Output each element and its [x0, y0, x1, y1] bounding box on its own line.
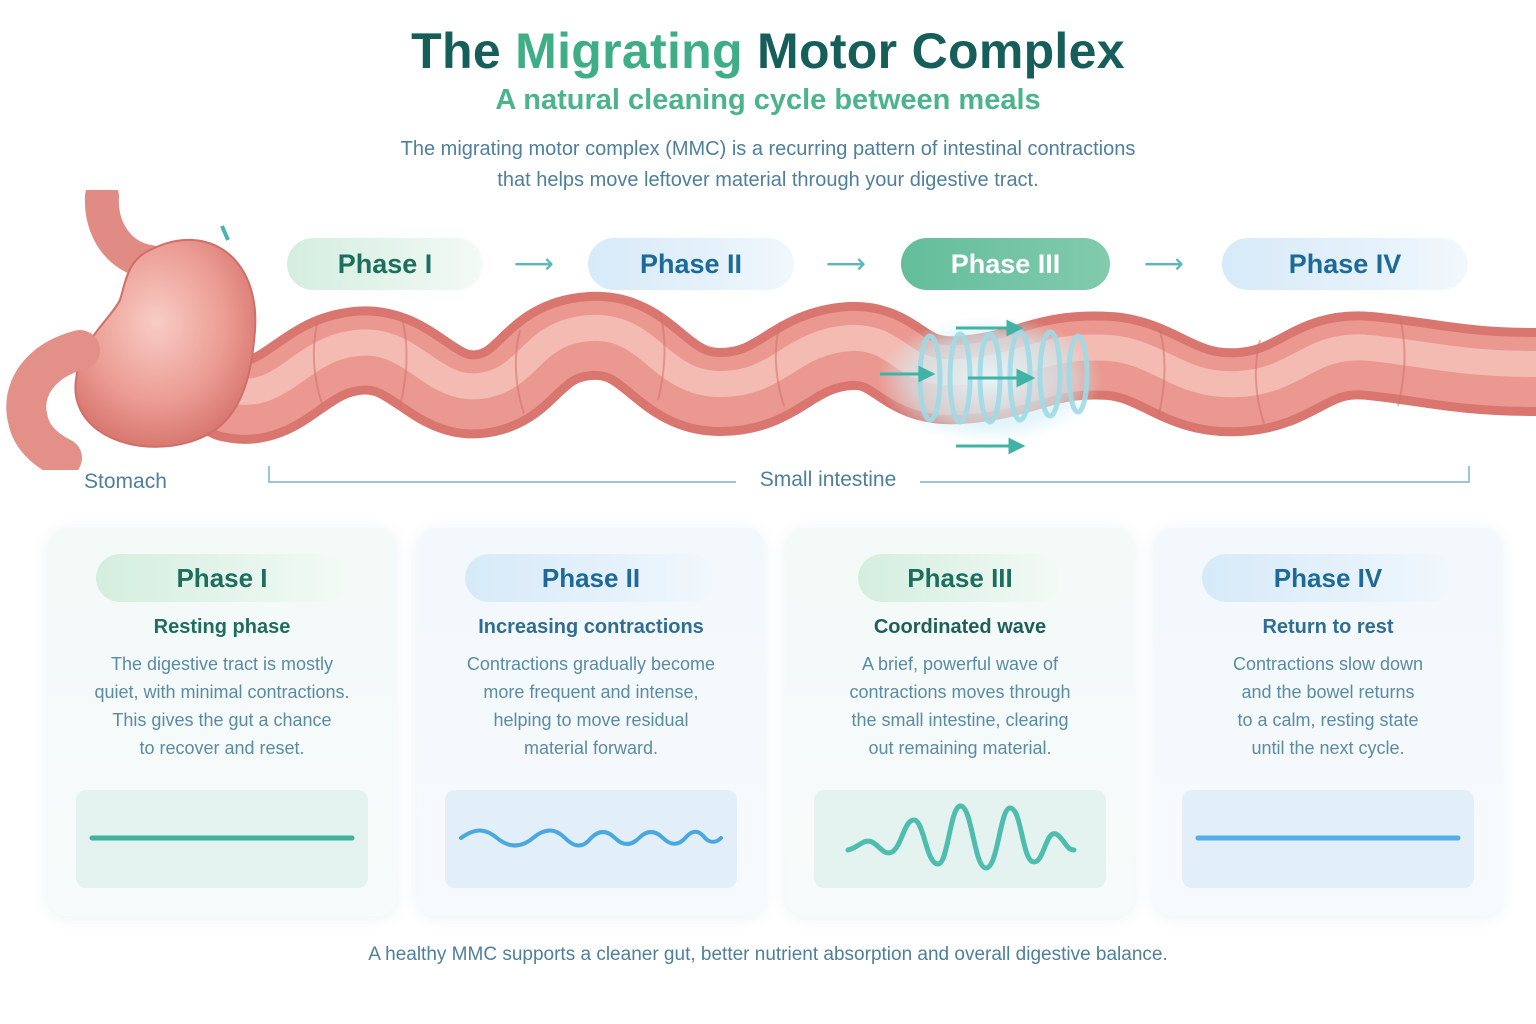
waveform-box: [814, 790, 1106, 888]
waveform-box: [76, 790, 368, 888]
card-heading: Coordinated wave: [873, 616, 1047, 638]
phase-card-1: Phase I Resting phase The digestive trac…: [48, 528, 396, 916]
card-body-line: contractions moves through: [849, 682, 1071, 702]
card-body-line: until the next cycle.: [1251, 738, 1405, 758]
stomach-label: Stomach: [84, 470, 167, 493]
card-body-line: material forward.: [523, 738, 659, 758]
page-subtitle: A natural cleaning cycle between meals: [495, 84, 1041, 116]
title-pre: The: [411, 23, 501, 79]
card-phase-pill: Phase I: [96, 554, 348, 602]
timeline-phase-3-active: Phase III: [901, 238, 1110, 290]
strong-waveform-icon: [845, 803, 1077, 871]
card-body-line: The digestive tract is mostly: [110, 654, 334, 674]
card-phase-pill: Phase III: [858, 554, 1062, 602]
intro-line: The migrating motor complex (MMC) is a r…: [400, 138, 1136, 160]
phase-iii-contraction-wave: [878, 316, 1102, 455]
arrow-right-icon: ⟶: [513, 248, 555, 279]
page-title: The Migrating Motor Complex: [0, 22, 1536, 80]
card-heading: Return to rest: [1262, 616, 1394, 638]
phase-card-2: Phase II Increasing contractions Contrac…: [417, 528, 765, 916]
small-intestine: [186, 291, 1536, 444]
intro-line: that helps move leftover material throug…: [497, 169, 1039, 191]
waveform-box: [1182, 790, 1474, 888]
waveform-box: [445, 790, 737, 888]
card-body-line: to recover and reset.: [139, 738, 305, 758]
flat-line-waveform-icon: [89, 835, 355, 841]
timeline-phase-2: Phase II: [588, 238, 794, 290]
flat-line-waveform-icon: [1195, 835, 1461, 841]
ripple-waveform-icon: [459, 828, 723, 848]
intro-text: The migrating motor complex (MMC) is a r…: [368, 134, 1168, 196]
timeline-phase-4: Phase IV: [1222, 238, 1468, 290]
card-body-line: helping to move residual: [493, 710, 689, 730]
stomach: [6, 190, 257, 470]
card-body-line: A brief, powerful wave of: [861, 654, 1059, 674]
card-body-line: the small intestine, clearing: [851, 710, 1069, 730]
card-body-line: and the bowel returns: [1241, 682, 1415, 702]
digestive-tract-illustration: [6, 190, 1536, 470]
card-body-line: out remaining material.: [868, 738, 1052, 758]
card-body: A brief, powerful wave of contractions m…: [810, 650, 1110, 762]
phase-card-4: Phase IV Return to rest Contractions slo…: [1154, 528, 1502, 916]
card-body-line: Contractions gradually become: [466, 654, 716, 674]
card-body-line: to a calm, resting state: [1237, 710, 1419, 730]
phase-card-3: Phase III Coordinated wave A brief, powe…: [786, 528, 1134, 916]
card-phase-pill: Phase II: [465, 554, 717, 602]
card-phase-pill: Phase IV: [1202, 554, 1454, 602]
card-heading: Increasing contractions: [478, 616, 704, 638]
card-body-line: This gives the gut a chance: [112, 710, 332, 730]
arrow-right-icon: ⟶: [1143, 248, 1185, 279]
card-body-line: quiet, with minimal contractions.: [94, 682, 350, 702]
footer-note: A healthy MMC supports a cleaner gut, be…: [368, 944, 1168, 965]
card-body-line: more frequent and intense,: [483, 682, 699, 702]
timeline-phase-1: Phase I: [287, 238, 483, 290]
card-body: Contractions gradually become more frequ…: [441, 650, 741, 762]
title-accent: Migrating: [515, 23, 743, 79]
title-post: Motor Complex: [757, 23, 1125, 79]
arrow-right-icon: ⟶: [825, 248, 867, 279]
card-heading: Resting phase: [153, 616, 291, 638]
card-body: Contractions slow down and the bowel ret…: [1178, 650, 1478, 762]
card-body-line: Contractions slow down: [1232, 654, 1424, 674]
card-body: The digestive tract is mostly quiet, wit…: [72, 650, 372, 762]
small-intestine-label: Small intestine: [736, 468, 920, 492]
